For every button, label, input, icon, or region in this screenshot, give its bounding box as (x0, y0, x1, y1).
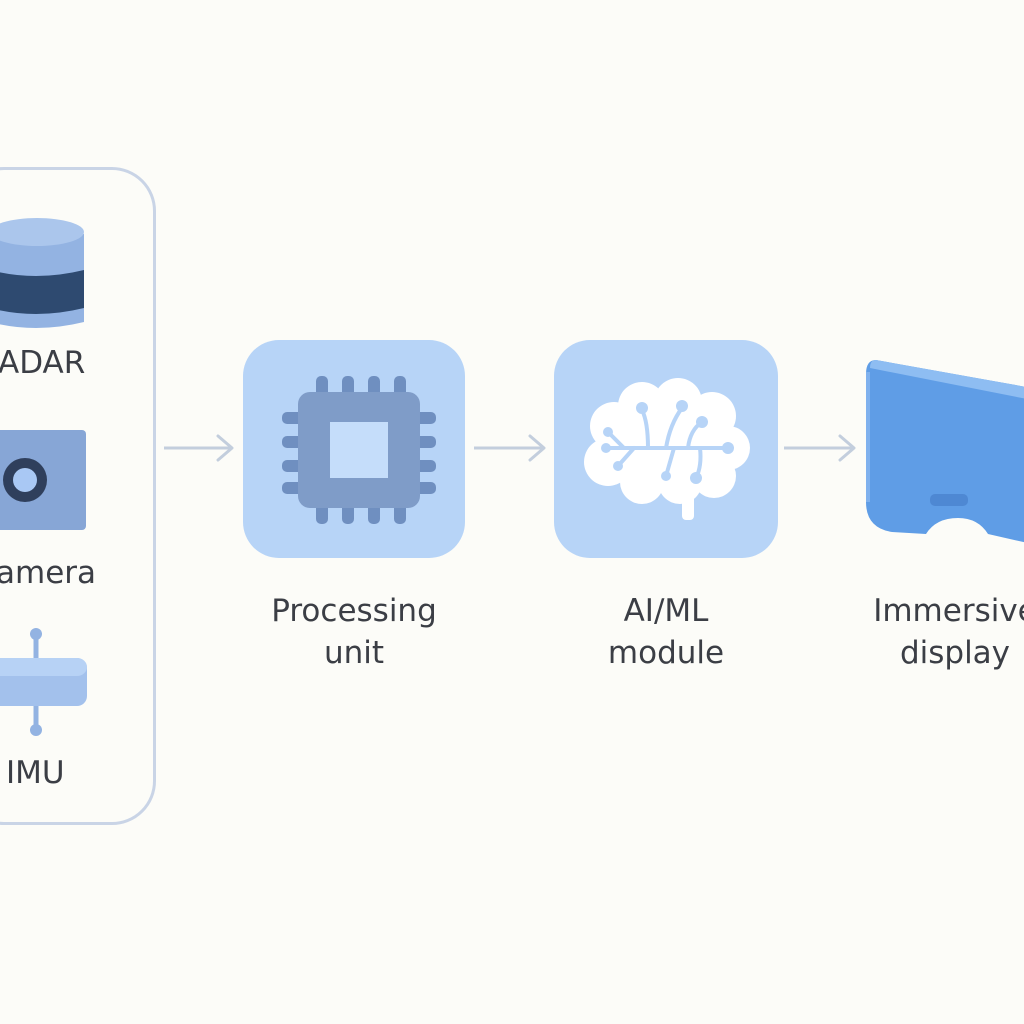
immersive-display-label-line2: display (899, 635, 1011, 671)
chip-icon (282, 376, 436, 524)
camera-label: amera (0, 555, 97, 591)
sensor-group-panel (0, 167, 156, 825)
processing-unit-label: Processing unit (238, 590, 470, 674)
lidar-label: ADAR (0, 345, 86, 381)
arrow-right-icon (474, 434, 546, 462)
imu-sensor-icon (0, 628, 87, 736)
arrow-right-icon (784, 434, 856, 462)
imu-label: IMU (6, 755, 65, 791)
processing-unit-label-line1: Processing (271, 593, 437, 629)
immersive-display-label-line1: Immersive (873, 593, 1024, 629)
aiml-module-label-line1: AI/ML (623, 593, 709, 629)
camera-icon (0, 430, 86, 530)
aiml-module-label: AI/ML module (550, 590, 782, 674)
processing-unit-label-line2: unit (323, 635, 385, 671)
immersive-display-label: Immersive display (840, 590, 1024, 674)
arrow-right-icon (164, 434, 234, 462)
headset-display-icon (866, 360, 1024, 543)
brain-icon (584, 378, 750, 520)
aiml-module-label-line2: module (607, 635, 725, 671)
lidar-sensor-icon (0, 218, 84, 328)
